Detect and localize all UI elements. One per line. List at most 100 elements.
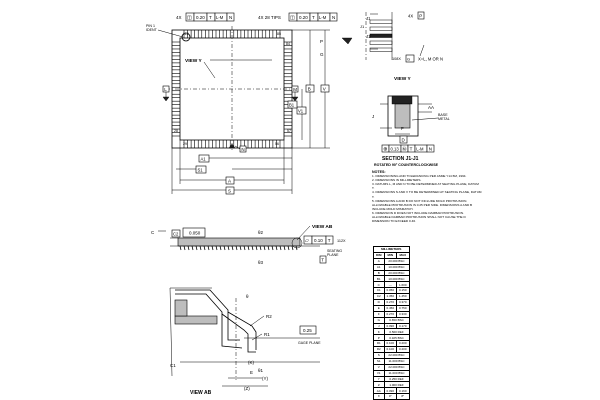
lead (195, 245, 198, 251)
lead (283, 245, 286, 251)
r2-label: R2 (266, 314, 272, 319)
lead (191, 245, 194, 251)
dim-s: S (228, 189, 231, 194)
theta1: θ1 (258, 368, 264, 373)
lead (219, 245, 222, 251)
view-y-p: P (419, 14, 422, 19)
dim-y: (Y) (262, 376, 269, 381)
view-y-lead (369, 33, 393, 38)
view-y-lead (369, 19, 393, 24)
lead (267, 245, 270, 251)
view-y: J1 J1 J1 P 4X 108X G X=L, M OR N VIEW Y (341, 11, 443, 82)
side-view: C2 0.050 C θ2 θ3 VIEW AB ▱ 0.10 T 112X S… (151, 224, 346, 265)
dim-c1: C1 (170, 363, 176, 368)
dim-g: G (320, 52, 324, 57)
dim-s1: S1 (198, 168, 204, 173)
frame-value: 0.20 (196, 15, 205, 20)
side-body (177, 237, 301, 247)
lead (275, 245, 278, 251)
lead (287, 245, 290, 251)
svg-text:T: T (410, 147, 413, 152)
frame-datum-n: N (229, 15, 232, 20)
lead (183, 245, 186, 251)
section-subtitle: ROTATED 90° COUNTERCLOCKWISE (374, 163, 439, 167)
view-ab-detail: R2 R1 θ 0.25 GAGE PLANE C1 (K) θ1 E (Y) … (169, 287, 321, 396)
lead (243, 245, 246, 251)
lead (187, 245, 190, 251)
pin-85: 85 (277, 32, 281, 36)
view-y-title: VIEW Y (394, 76, 412, 82)
lead (263, 245, 266, 251)
lead (199, 245, 202, 251)
frame-datum-t: T (312, 15, 315, 20)
table-title: MILLIMETERS (373, 246, 410, 253)
svg-text:▱: ▱ (305, 238, 309, 244)
view-ab-title: VIEW AB (190, 390, 212, 396)
view-y-g: G (407, 57, 410, 62)
dim-b: B (308, 87, 311, 92)
notes-block: NOTES: 1. DIMENSIONING AND TOLERANCING P… (372, 170, 482, 223)
top-view: 4X ◫ 0.20 T L-M N 4X 28 TIPS ◫ 0.20 T L-… (146, 12, 338, 195)
dim-v: V (323, 87, 326, 92)
pin-84: 84 (286, 42, 290, 46)
lead (251, 245, 254, 251)
svg-text:Ⓜ: Ⓜ (402, 146, 407, 153)
section-title: SECTION J1-J1 (382, 156, 419, 162)
pin1-dot (181, 32, 191, 42)
lead (271, 245, 274, 251)
note-item: 1. DIMENSIONING AND TOLERANCING PER ASME… (372, 174, 467, 179)
frame-datum-n: N (332, 15, 335, 20)
theta3: θ3 (258, 260, 264, 265)
dim-a1: A1 (201, 157, 207, 162)
svg-text:0.13: 0.13 (391, 147, 400, 152)
dim-v1: V1 (298, 109, 304, 114)
svg-text:M: M (293, 87, 297, 92)
dim-c2: C2 (173, 232, 179, 237)
dim-e: E (250, 370, 253, 375)
svg-text:⊕: ⊕ (383, 147, 387, 153)
frame-datum-lm: L-M (319, 15, 327, 20)
svg-text:J1: J1 (360, 24, 365, 29)
side-frame-value: 0.050 (189, 231, 201, 236)
view-y-datum: X=L, M OR N (418, 57, 443, 62)
pin-28: 28 (174, 129, 178, 133)
frame-value: 0.20 (299, 15, 308, 20)
lead (247, 245, 250, 251)
dim-aa: AA (428, 105, 434, 110)
view-y-108x: 108X (392, 57, 401, 61)
dim-f: F (401, 126, 404, 131)
pin-57: 57 (287, 129, 291, 133)
view-y-callout: VIEW Y (185, 58, 203, 64)
svg-text:L: L (164, 87, 167, 92)
svg-text:N: N (429, 147, 432, 152)
dim-b1: B1 (289, 103, 295, 108)
view-y-lead (369, 26, 393, 31)
svg-text:N: N (241, 147, 244, 152)
tol-frame-right: 4X 28 TIPS ◫ 0.20 T L-M N (258, 12, 338, 22)
lead (211, 245, 214, 251)
theta2: θ2 (258, 230, 264, 235)
section-frame: ⊕ 0.13 Ⓜ T L-M N (381, 144, 435, 153)
